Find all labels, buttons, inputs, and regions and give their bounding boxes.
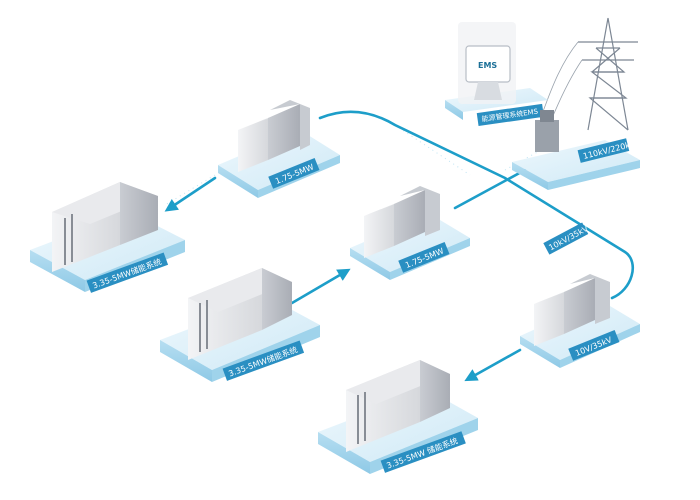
ems-unit: EMS 能源管理系统EMS: [445, 22, 548, 126]
grid-transformer-unit: 110kV/220kV: [512, 110, 640, 190]
grid-transformer-body: [535, 120, 559, 152]
storage-middle-unit: 3.35-5MW储能系统: [160, 268, 320, 382]
ems-screen-label: EMS: [478, 61, 497, 70]
arrow-storage-left-to-pcs-top: [164, 176, 217, 212]
pcs-middle-unit: 1.75-5MW: [350, 186, 470, 280]
pcs-top-unit: 1.75-5MW: [218, 100, 340, 198]
line-pcs-top-to-grid: [318, 110, 635, 300]
power-lines: [164, 110, 635, 382]
dotted-guides: [164, 124, 551, 206]
line-pcs-middle-to-grid: [453, 168, 527, 210]
storage-left-unit: 3.35-5MW储能系统: [30, 182, 185, 293]
line-voltage-tag: 10kV/35kV: [543, 222, 590, 255]
storage-bottom-unit: 3.35-5MW 储能系统: [318, 360, 478, 474]
transmission-tower: [539, 17, 638, 131]
transformer-right-unit: 10V/35kV: [520, 274, 640, 368]
arrow-storage-middle-to-pcs-middle: [290, 268, 351, 305]
arrow-transformer-to-storage-bottom: [464, 348, 522, 382]
